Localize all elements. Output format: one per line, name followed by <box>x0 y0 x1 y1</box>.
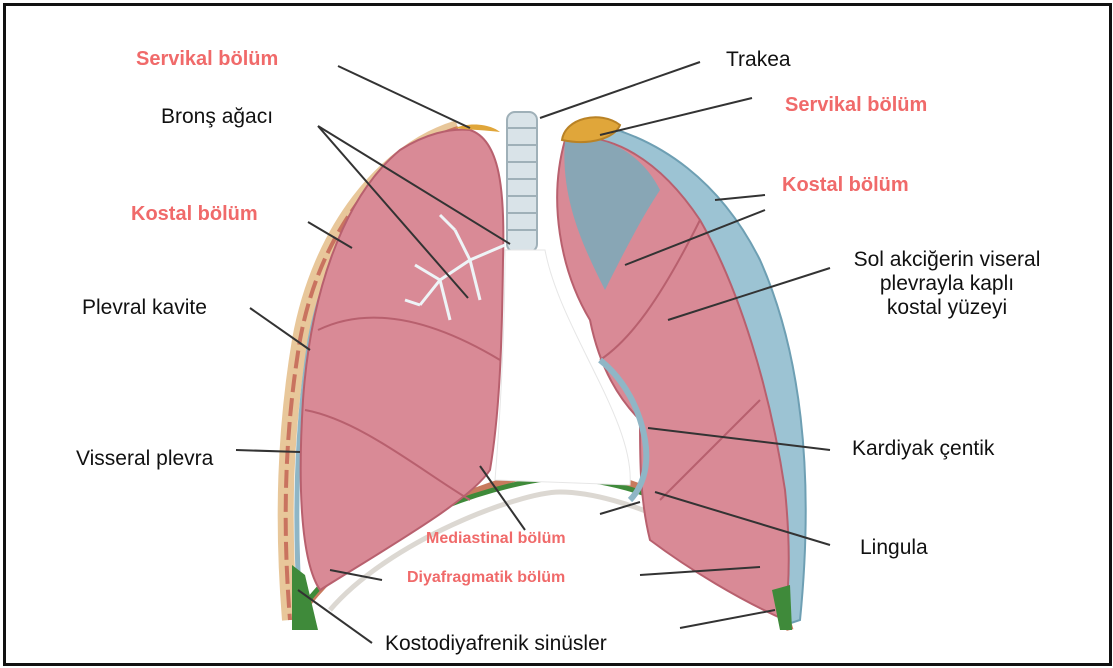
label-kostodiyafrenik: Kostodiyafrenik sinüsler <box>385 632 607 656</box>
label-bronchial-tree: Bronş ağacı <box>161 105 273 129</box>
label-sol-line1: Sol akciğerin viseral <box>833 248 1061 272</box>
label-sol-line2: plevrayla kaplı <box>833 272 1061 296</box>
trachea <box>507 112 537 252</box>
label-plevral-kavite: Plevral kavite <box>82 296 207 320</box>
label-kostal-left: Kostal bölüm <box>131 203 258 226</box>
label-lingula: Lingula <box>860 536 928 560</box>
right-lung <box>301 130 504 590</box>
label-diyafragmatik: Diyafragmatik bölüm <box>407 569 565 587</box>
label-servikal-right: Servikal bölüm <box>785 94 927 117</box>
label-mediastinal: Mediastinal bölüm <box>426 530 566 548</box>
label-sol-akciger: Sol akciğerin viseral plevrayla kaplı ko… <box>833 248 1061 320</box>
label-kardiyak: Kardiyak çentik <box>852 437 994 461</box>
label-visseral-plevra: Visseral plevra <box>76 447 213 471</box>
label-kostal-right: Kostal bölüm <box>782 174 909 197</box>
label-servikal-left: Servikal bölüm <box>136 48 278 71</box>
label-trakea: Trakea <box>726 48 791 72</box>
label-sol-line3: kostal yüzeyi <box>833 296 1061 320</box>
